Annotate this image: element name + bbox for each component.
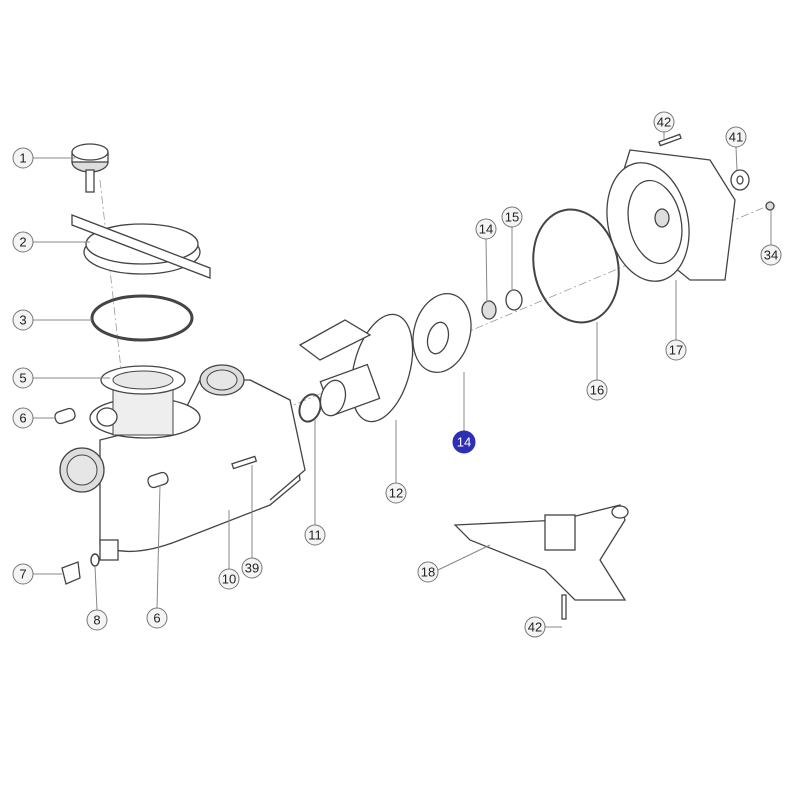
part-6-plug[interactable] (54, 407, 77, 425)
callout-15[interactable]: 15 (501, 206, 523, 228)
part-16-o-ring[interactable] (523, 202, 629, 331)
callout-16[interactable]: 16 (586, 379, 608, 401)
part-1-lid-knob[interactable] (71, 143, 109, 193)
callout-6-lower[interactable]: 6 (146, 607, 168, 629)
part-17-seal-plate[interactable] (596, 149, 736, 289)
callout-5[interactable]: 5 (12, 367, 34, 389)
part-42-base-bolt[interactable] (561, 594, 567, 620)
svg-text:11: 11 (308, 528, 322, 543)
callout-17[interactable]: 17 (665, 339, 687, 361)
svg-text:34: 34 (764, 248, 778, 263)
part-2-lid-clamp[interactable] (71, 214, 211, 279)
svg-text:6: 6 (153, 611, 160, 626)
part-14-seal[interactable] (481, 300, 497, 320)
callout-12[interactable]: 12 (385, 482, 407, 504)
callout-3[interactable]: 3 (12, 309, 34, 331)
callout-11[interactable]: 11 (304, 524, 326, 546)
svg-text:39: 39 (245, 561, 259, 576)
part-18-motor-base[interactable] (453, 504, 629, 601)
part-15-seal-seat[interactable] (505, 289, 523, 311)
svg-text:42: 42 (657, 115, 671, 130)
callout-2[interactable]: 2 (12, 231, 34, 253)
svg-text:41: 41 (729, 130, 743, 145)
svg-text:42: 42 (528, 620, 542, 635)
leader-lines (33, 132, 772, 628)
callout-42-lower[interactable]: 42 (524, 616, 546, 638)
part-41-washer[interactable] (730, 169, 750, 191)
part-42-bolt[interactable] (658, 133, 682, 147)
part-12-diffuser[interactable] (298, 308, 423, 429)
outlet-union (199, 364, 245, 396)
svg-text:1: 1 (19, 151, 26, 166)
svg-text:18: 18 (421, 565, 435, 580)
part-14-impeller[interactable] (405, 287, 480, 379)
svg-text:17: 17 (669, 343, 683, 358)
svg-text:7: 7 (19, 567, 26, 582)
svg-text:12: 12 (389, 486, 403, 501)
callout-1[interactable]: 1 (12, 147, 34, 169)
callout-41[interactable]: 41 (725, 126, 747, 148)
callout-6[interactable]: 6 (12, 407, 34, 429)
callout-14-selected[interactable]: 14 (452, 430, 476, 454)
part-8-drain-o-ring[interactable] (90, 553, 100, 567)
callout-10[interactable]: 10 (218, 568, 240, 590)
svg-text:3: 3 (19, 313, 26, 328)
callout-34[interactable]: 34 (760, 244, 782, 266)
svg-text:5: 5 (19, 371, 26, 386)
callout-18[interactable]: 18 (417, 561, 439, 583)
callout-8[interactable]: 8 (86, 609, 108, 631)
part-11-o-ring[interactable] (296, 391, 324, 424)
svg-text:14: 14 (479, 222, 493, 237)
svg-text:10: 10 (222, 572, 236, 587)
callout-39[interactable]: 39 (241, 557, 263, 579)
side-port (96, 407, 118, 427)
part-39-screw[interactable] (231, 455, 258, 470)
svg-text:8: 8 (93, 613, 100, 628)
svg-text:14: 14 (457, 435, 471, 450)
inlet-union (59, 447, 105, 493)
part-3-lid-o-ring[interactable] (90, 294, 194, 342)
callout-14[interactable]: 14 (475, 218, 497, 240)
callout-42[interactable]: 42 (653, 111, 675, 133)
svg-text:16: 16 (590, 383, 604, 398)
svg-text:15: 15 (505, 210, 519, 225)
part-34-nut[interactable] (765, 201, 775, 211)
part-5-strainer-basket[interactable] (100, 365, 186, 436)
svg-text:6: 6 (19, 411, 26, 426)
callout-7[interactable]: 7 (12, 563, 34, 585)
part-7-drain-plug[interactable] (61, 561, 81, 585)
svg-text:2: 2 (19, 235, 26, 250)
